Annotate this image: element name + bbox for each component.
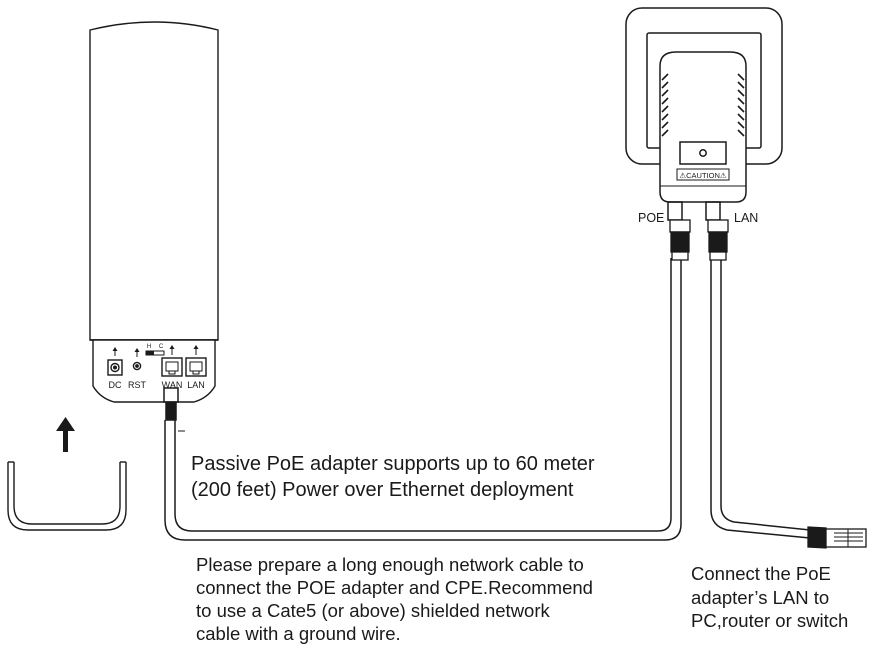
vent-right [737,73,745,137]
dc-port [107,347,123,376]
poe-support-caption: Passive PoE adapter supports up to 60 me… [191,453,595,501]
vent-left [661,73,669,137]
lan-label-cpe: LAN [187,380,205,390]
wan-cable [163,258,682,541]
lan-port-label: LAN [734,211,758,225]
wan-port [161,345,183,377]
rst-button [132,348,142,371]
dc-label: DC [109,380,122,390]
caution-box [676,168,730,181]
arrow-up-icon [56,417,75,452]
cable-advice-caption: Please prepare a long enough network cab… [196,554,593,644]
lan-plug [707,219,729,261]
switch-h-label: H [147,344,151,350]
cpe-port-panel [92,339,216,403]
wan-label: WAN [162,380,183,390]
indicator-window [679,141,727,165]
poe-adapter [659,51,747,221]
lan-cable [710,258,811,539]
poe-plug [669,219,691,261]
caution-label: ⚠CAUTION⚠ [679,171,726,180]
cpe-housing [89,21,219,341]
lan-connect-caption: Connect the PoE adapter’s LAN to PC,rout… [691,563,849,631]
rst-label: RST [128,380,147,390]
poe-port-label: POE [638,211,664,225]
cpe-device [89,21,219,403]
hc-switch [145,350,165,356]
indicator-led [699,149,707,157]
rj45-plug-icon [807,526,867,549]
bottom-cover [7,461,127,531]
switch-c-label: C [159,344,164,350]
cpe-lan-port [185,345,207,377]
